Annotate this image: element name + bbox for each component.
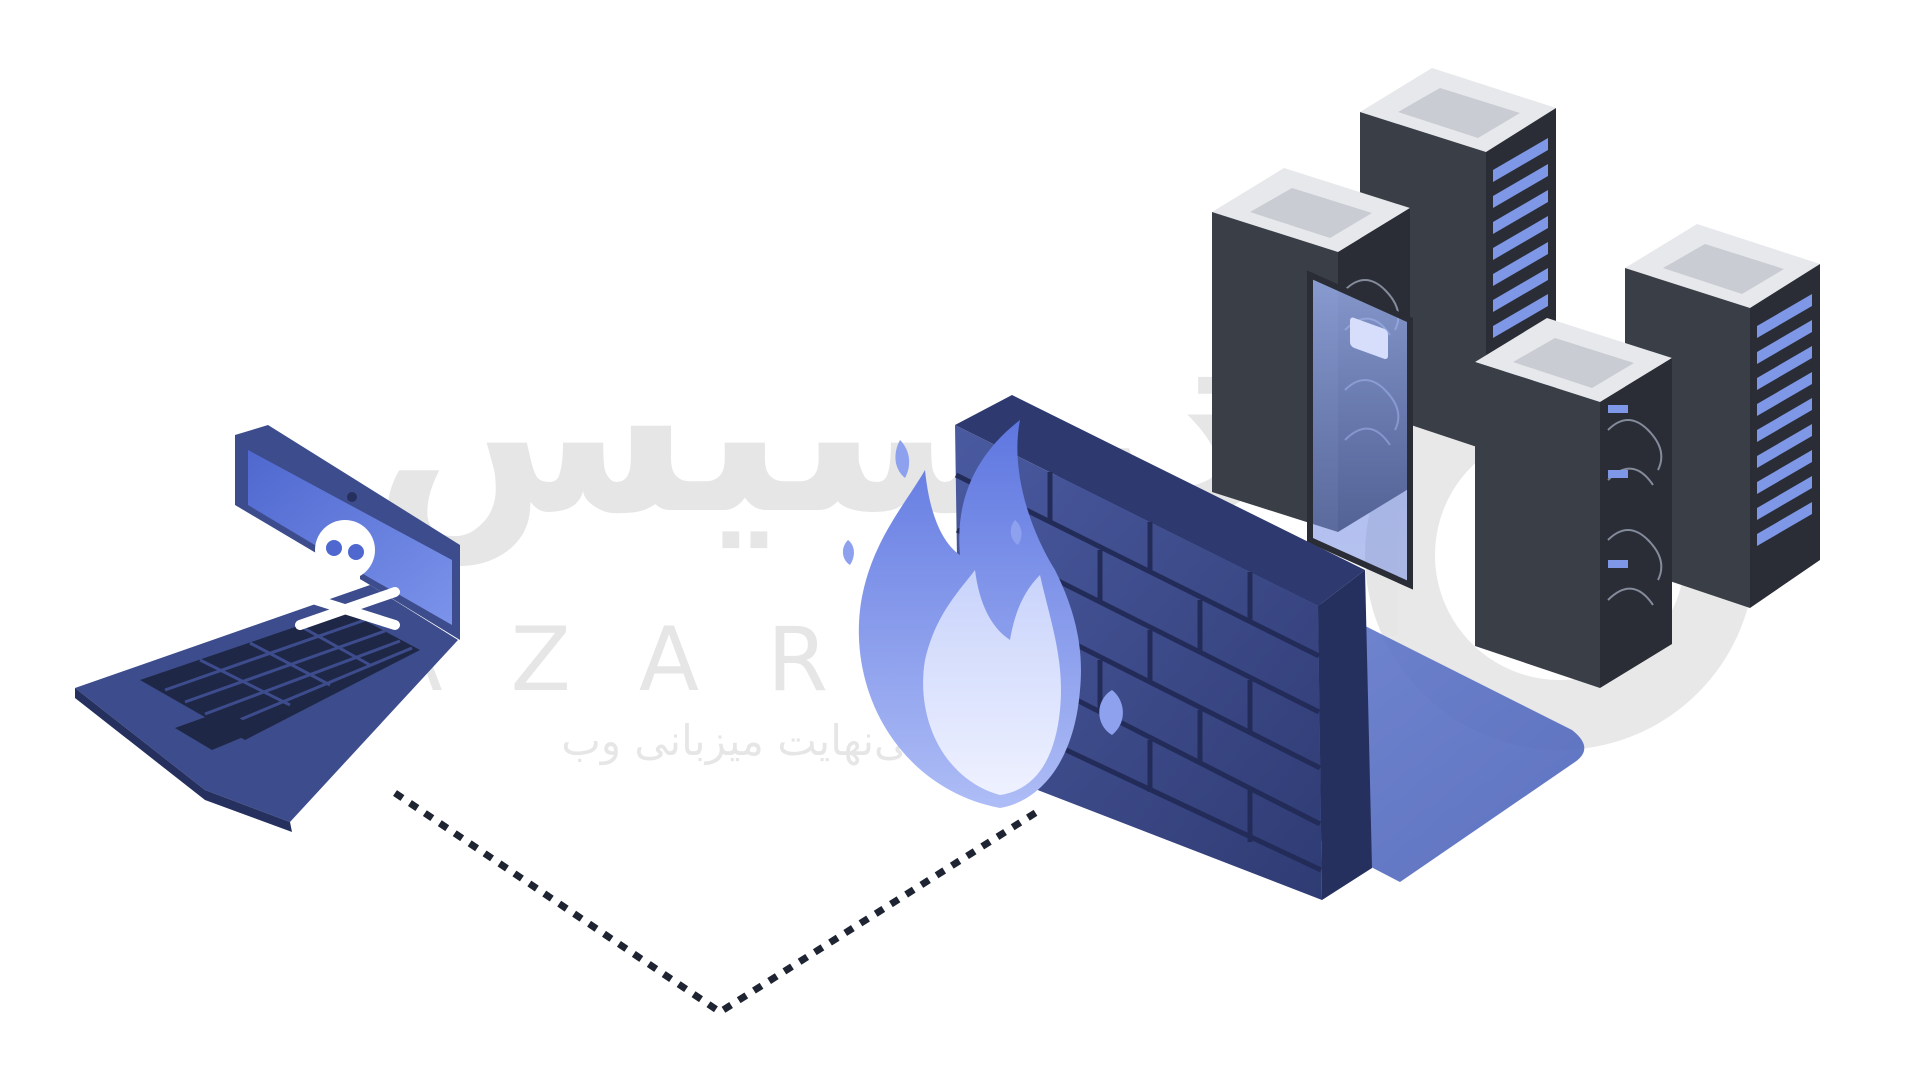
skull-crossbones-icon	[295, 520, 400, 630]
skull-laptop-icon	[75, 425, 460, 832]
server-racks	[1212, 68, 1820, 688]
server-rack	[1625, 224, 1820, 608]
server-rack	[1212, 168, 1413, 590]
cloud-icon	[1350, 317, 1388, 359]
laptop-camera	[347, 492, 357, 502]
laptop-touchpad	[175, 710, 260, 750]
connection-dotted-line	[393, 790, 1042, 1017]
flame-icon	[842, 420, 1123, 808]
server-rack	[1475, 318, 1672, 688]
